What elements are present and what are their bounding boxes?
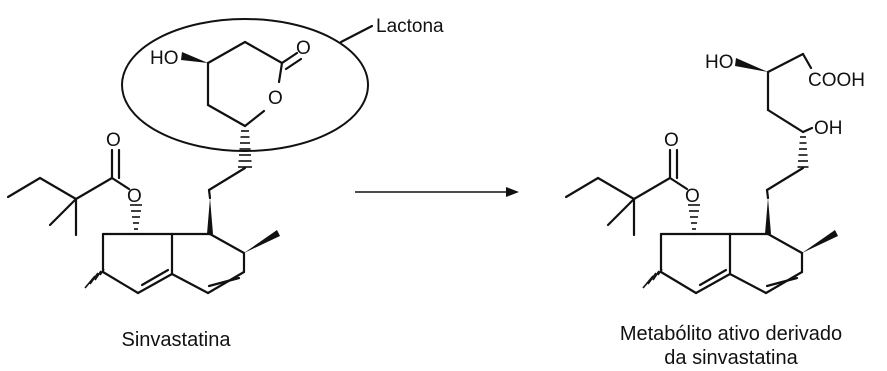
lactone-highlight-ellipse [121,18,369,152]
dimethylbutanoate-ester-metabolite [564,148,700,237]
dimethylbutanoate-ester [6,148,142,237]
dihydroxy-acid-chain [735,52,814,234]
metabolite-caption-line1: Metabólito ativo derivado [620,323,842,345]
metabolite-carboxylic-acid-label: COOH [808,70,865,91]
hexahydronaphthalene-core [84,230,280,295]
metabolite-hydroxyl-label: HO [705,52,734,73]
metabolite-secondary-hydroxyl-label: OH [814,118,843,139]
lactone-callout-line [339,24,374,44]
lactone-ring [181,40,303,128]
simvastatin-caption: Sinvastatina [122,329,232,351]
metabolite-ester-oxygen-label: O [685,186,700,207]
lactone-hydroxyl-label: HO [150,48,179,69]
lactone-ring-oxygen-label: O [268,88,283,109]
metabolite-structure: HO COOH OH [564,52,865,295]
lactone-callout-label: Lactona [376,16,444,37]
lactone-carbonyl-oxygen-label: O [296,38,311,59]
hexahydronaphthalene-core-metabolite [642,230,838,295]
simvastatin-structure: Lactona HO O O [6,16,444,295]
ester-carbonyl-oxygen-label: O [106,130,121,151]
reaction-arrow [355,187,519,197]
ester-oxygen-label: O [127,186,142,207]
metabolite-caption-line2: da sinvastatina [664,347,798,369]
lactone-hashed-bond [238,130,252,168]
metabolite-ester-carbonyl-oxygen-label: O [664,130,679,151]
